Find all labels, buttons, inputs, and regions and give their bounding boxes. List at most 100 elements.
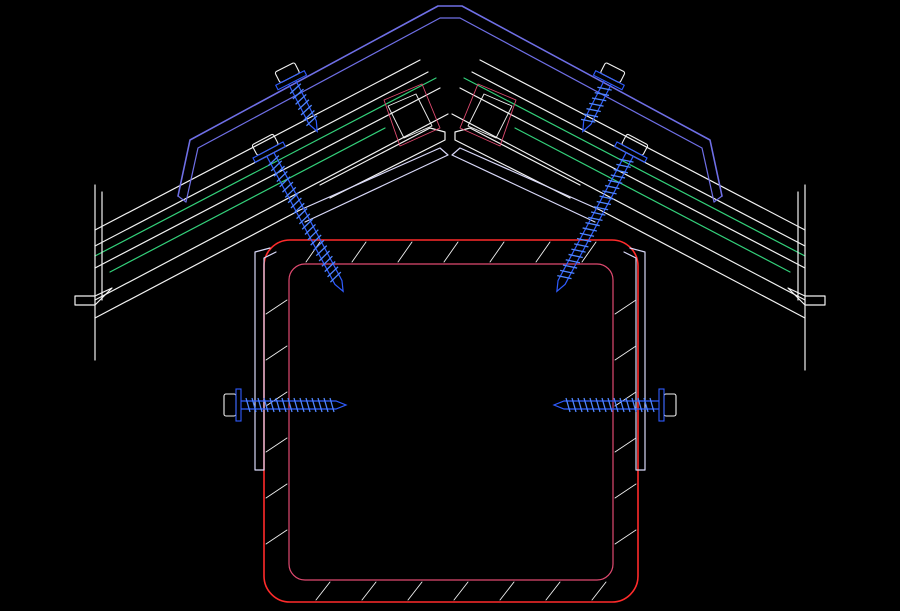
left-side-screw-thread-1 (251, 397, 257, 413)
right-sheet-bottom (451, 113, 806, 301)
right-side-screw-thread-9 (595, 397, 601, 413)
left-liner-channel (319, 127, 446, 199)
hatch-line-25 (614, 529, 637, 545)
right-purlin-screw-washer (613, 141, 648, 164)
ridge-cap-right-hem (713, 195, 723, 203)
hatch-line-18 (265, 483, 288, 499)
right-purlin-screw-thread-17 (571, 248, 586, 253)
right-purlin-screw-thread-18 (568, 253, 583, 259)
left-purlin-screw (251, 133, 344, 293)
hatch-line-23 (614, 437, 637, 453)
hatch-line-3 (443, 241, 459, 263)
left-cap-screw-thread-1 (292, 88, 304, 100)
right-purlin-screw-thread-6 (602, 190, 617, 195)
left-purlin-screw-thread-2 (273, 165, 285, 177)
right-purlin-screw-thread-22 (557, 274, 572, 280)
left-cap-screw-thread-5 (303, 109, 315, 121)
hatch-line-19 (265, 529, 288, 545)
right-purlin-screw-thread-15 (576, 237, 592, 243)
right-liner-rib (459, 83, 517, 147)
right-side-screw-thread-2 (637, 397, 643, 413)
hatch-line-17 (265, 437, 288, 453)
right-side-screw (552, 388, 677, 422)
right-side-screw-washer (658, 388, 665, 422)
right-roof-slope (451, 59, 826, 371)
right-side-screw-shank (552, 400, 659, 410)
left-purlin-screw-thread-10 (296, 208, 308, 220)
hatch-line-6 (581, 241, 597, 263)
left-cap-screw-thread-2 (295, 93, 307, 105)
hatch-line-20 (614, 299, 637, 315)
left-side-screw-thread-12 (317, 397, 323, 413)
left-cap-screw-thread-6 (306, 115, 318, 127)
right-side-screw-thread-13 (571, 397, 577, 413)
left-purlin-screw-thread-17 (315, 245, 328, 257)
left-insulation-line-1 (94, 77, 437, 257)
left-side-screw-thread-4 (269, 397, 275, 413)
left-purlin-screw-thread-21 (327, 266, 339, 278)
right-purlin-screw-thread-20 (562, 264, 578, 269)
hatch-line-4 (489, 241, 505, 263)
left-cap-screw-shank (288, 80, 318, 133)
right-cap-screw-thread-5 (583, 113, 599, 118)
right-purlin-screw-thread-10 (590, 211, 606, 216)
ridge-cap-left-hem (177, 195, 187, 203)
right-purlin-screw-thread-4 (607, 179, 623, 184)
hatch-line-5 (535, 241, 551, 263)
left-side-screw-head (223, 393, 237, 417)
hatch-line-11 (499, 581, 515, 601)
right-purlin-screw-thread-19 (565, 259, 581, 264)
right-purlin-screw-thread-16 (574, 243, 589, 248)
left-side-screw-thread-3 (263, 397, 269, 413)
right-sheet-layer-2 (459, 87, 806, 269)
left-cap-screw-washer (275, 69, 308, 91)
left-side-screw-thread-11 (311, 397, 317, 413)
hatch-line-7 (315, 581, 331, 601)
left-sheet-underside (94, 209, 301, 319)
right-cap-screw-thread-6 (580, 118, 596, 123)
left-side-screw-shank (241, 400, 348, 410)
bracket-right-plate (623, 247, 646, 471)
right-liner-rib-inner (467, 93, 513, 139)
hatch-line-21 (614, 345, 637, 361)
right-cap-screw-thread-2 (591, 97, 607, 102)
ridge-cap-inner (185, 17, 715, 203)
purlin-wall-hatching (265, 241, 637, 601)
left-liner-rib (383, 83, 441, 147)
right-side-screw-thread-1 (643, 397, 649, 413)
left-purlin-screw-thread-3 (276, 170, 288, 183)
right-side-screw-head (663, 393, 677, 417)
right-side-screw-thread-8 (601, 397, 607, 413)
right-purlin-screw-thread-8 (596, 200, 612, 206)
left-side-screw-thread-2 (257, 397, 263, 413)
left-purlin-screw-thread-5 (282, 181, 294, 193)
right-insulation-line-1 (463, 77, 806, 257)
right-purlin-screw-thread-21 (559, 269, 575, 275)
square-purlin-tube (263, 239, 639, 603)
left-liner-rib-inner (387, 93, 433, 139)
fasteners (223, 62, 677, 422)
right-cap-screw-thread-1 (594, 92, 610, 97)
hatch-line-1 (351, 241, 367, 263)
left-purlin-screw-thread-12 (301, 218, 314, 230)
bracket-left-plate (254, 247, 277, 471)
right-side-screw-thread-10 (589, 397, 595, 413)
left-purlin-screw-shank (266, 152, 344, 293)
right-purlin-screw-thread-1 (616, 163, 631, 169)
hatch-line-13 (591, 581, 607, 601)
left-purlin-screw-washer (252, 141, 287, 164)
hatch-line-22 (614, 391, 637, 407)
left-cap-screw-thread-0 (289, 83, 302, 95)
left-side-screw-washer (235, 388, 242, 422)
left-side-screw-thread-9 (299, 397, 305, 413)
left-side-screw (223, 388, 348, 422)
left-side-screw-thread-8 (293, 397, 299, 413)
side-bracket (254, 247, 646, 471)
left-side-screw-thread-7 (287, 397, 293, 413)
right-cap-screw-thread-0 (597, 86, 612, 91)
right-cap-screw-thread-3 (589, 102, 604, 107)
left-purlin-screw-thread-9 (293, 202, 305, 214)
left-sheet-bottom (94, 113, 449, 301)
left-side-screw-thread-10 (305, 397, 311, 413)
ridge-cap-flashing (177, 5, 723, 203)
